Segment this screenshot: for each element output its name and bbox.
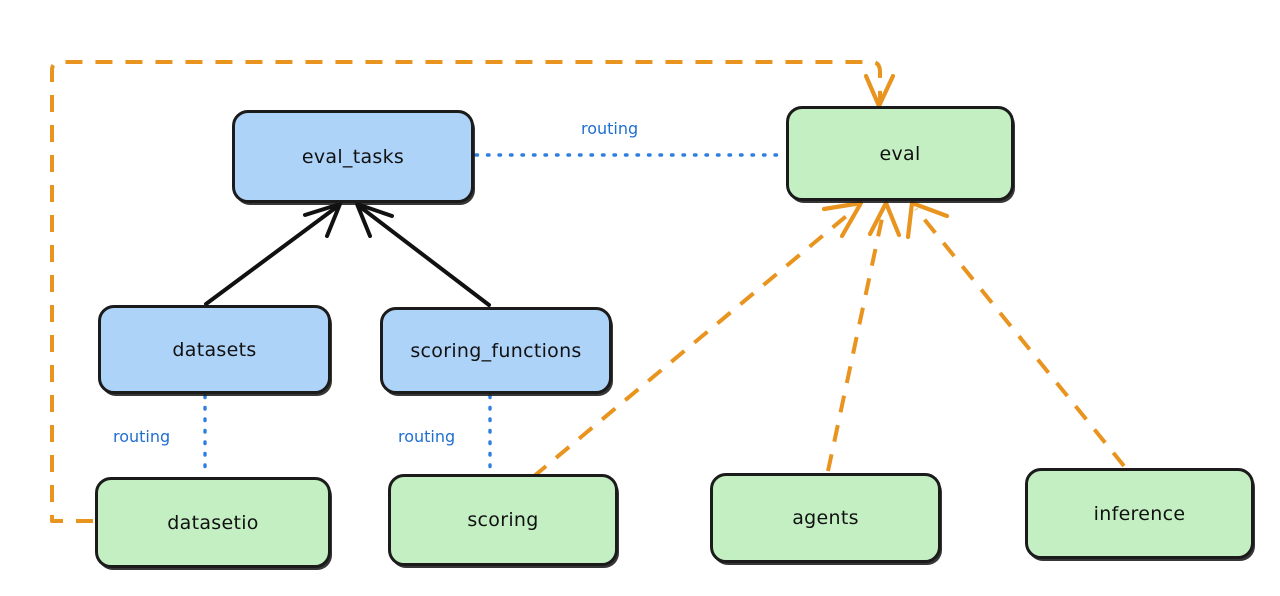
- edge-scoring_functions-to-eval_tasks: [355, 202, 491, 307]
- node-scoring[interactable]: scoring: [388, 474, 618, 566]
- edge-inference-to-eval: [905, 200, 1126, 468]
- node-eval-tasks[interactable]: eval_tasks: [232, 110, 474, 203]
- node-scoring-functions[interactable]: scoring_functions: [380, 307, 612, 394]
- node-label: eval_tasks: [301, 145, 405, 168]
- node-datasets[interactable]: datasets: [98, 305, 331, 394]
- node-label: scoring_functions: [410, 339, 582, 362]
- node-label: inference: [1093, 502, 1186, 525]
- edge-label-routing-eval: routing: [581, 119, 639, 138]
- node-datasetio[interactable]: datasetio: [95, 477, 331, 568]
- edge-datasets-to-eval_tasks: [204, 202, 342, 306]
- edge-label-routing-scoring: routing: [398, 427, 456, 446]
- node-label: datasets: [172, 338, 257, 361]
- node-eval[interactable]: eval: [786, 106, 1014, 201]
- node-label: agents: [792, 507, 859, 529]
- node-label: scoring: [467, 509, 539, 531]
- edge-label-routing-datasetio: routing: [113, 427, 171, 446]
- edge-agents-to-eval: [826, 200, 902, 472]
- node-label: datasetio: [167, 511, 259, 534]
- node-inference[interactable]: inference: [1025, 468, 1254, 559]
- edge-scoring-to-eval: [531, 200, 864, 479]
- node-agents[interactable]: agents: [710, 473, 941, 563]
- node-label: eval: [879, 142, 921, 165]
